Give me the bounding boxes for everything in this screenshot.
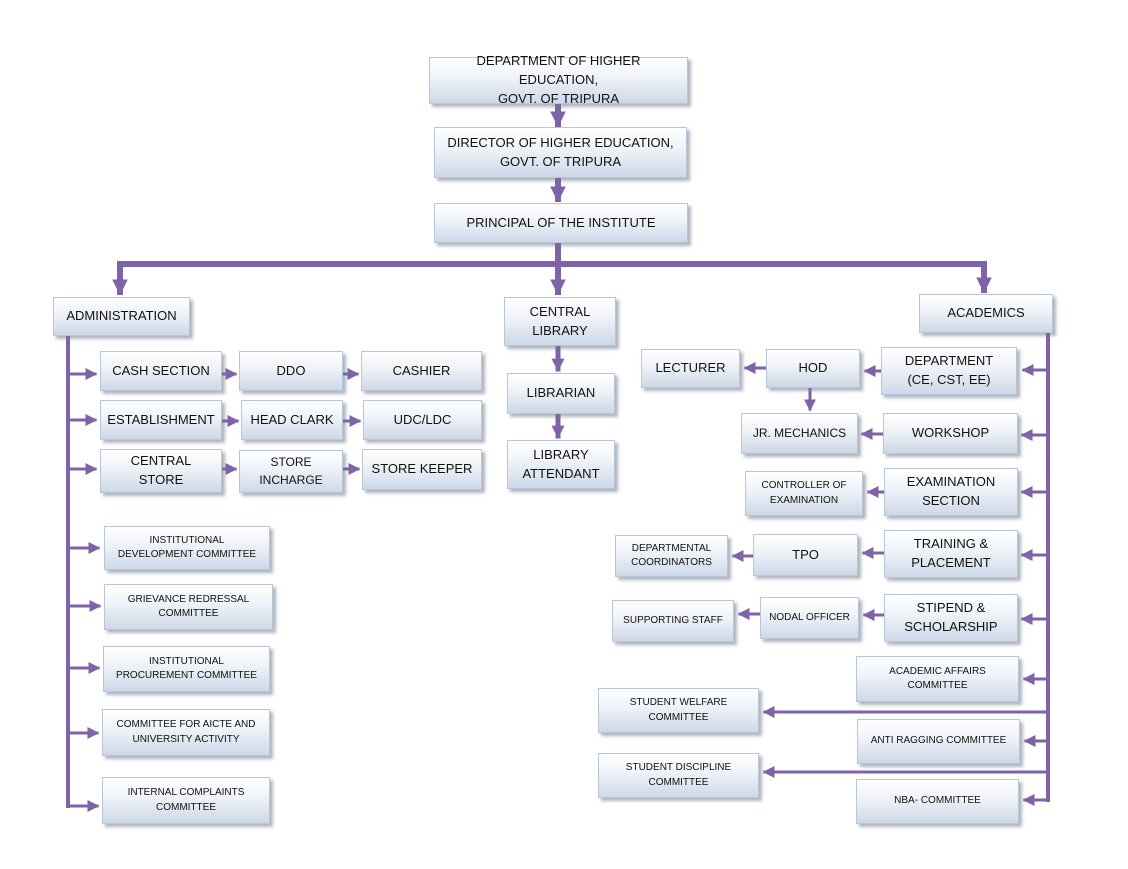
node-store-incharge: STORE INCHARGE <box>239 450 343 493</box>
node-jr-mechanics: JR. MECHANICS <box>741 413 858 454</box>
node-cash-section: CASH SECTION <box>100 351 222 391</box>
node-academics: ACADEMICS <box>919 294 1053 333</box>
node-nba-committee: NBA- COMMITTEE <box>856 779 1019 824</box>
node-student-discipline-committee: STUDENT DISCIPLINE COMMITTEE <box>598 753 759 798</box>
node-department: DEPARTMENT (CE, CST, EE) <box>881 347 1017 395</box>
node-central-library: CENTRAL LIBRARY <box>504 297 616 346</box>
node-departmental-coordinators: DEPARTMENTAL COORDINATORS <box>615 535 728 577</box>
node-administration: ADMINISTRATION <box>53 297 190 336</box>
node-department-of-higher-education: DEPARTMENT OF HIGHER EDUCATION, GOVT. OF… <box>429 53 688 106</box>
node-ddo: DDO <box>239 351 343 391</box>
node-student-welfare-committee: STUDENT WELFARE COMMITTEE <box>598 688 759 733</box>
node-training-placement: TRAINING & PLACEMENT <box>884 530 1018 578</box>
node-establishment: ESTABLISHMENT <box>100 400 222 440</box>
node-tpo: TPO <box>753 534 858 576</box>
node-cashier: CASHIER <box>361 351 482 391</box>
node-supporting-staff: SUPPORTING STAFF <box>612 600 734 642</box>
node-director-of-higher-education: DIRECTOR OF HIGHER EDUCATION, GOVT. OF T… <box>434 127 687 178</box>
node-examination-section: EXAMINATION SECTION <box>884 468 1018 516</box>
node-librarian: LIBRARIAN <box>507 373 615 414</box>
node-internal-complaints-committee: INTERNAL COMPLAINTS COMMITTEE <box>102 777 270 824</box>
node-institutional-development-committee: INSTITUTIONAL DEVELOPMENT COMMITTEE <box>104 526 270 570</box>
node-store-keeper: STORE KEEPER <box>362 449 482 490</box>
node-controller-of-examination: CONTROLLER OF EXAMINATION <box>745 471 863 516</box>
node-anti-ragging-committee: ANTI RAGGING COMMITTEE <box>857 719 1020 764</box>
node-workshop: WORKSHOP <box>883 413 1018 454</box>
node-stipend-scholarship: STIPEND & SCHOLARSHIP <box>884 594 1018 642</box>
node-library-attendant: LIBRARY ATTENDANT <box>507 440 615 489</box>
node-udc-ldc: UDC/LDC <box>363 400 482 440</box>
node-hod: HOD <box>766 349 860 388</box>
node-central-store: CENTRAL STORE <box>100 449 222 493</box>
node-head-clark: HEAD CLARK <box>241 400 343 440</box>
node-institutional-procurement-committee: INSTITUTIONAL PROCUREMENT COMMITTEE <box>103 646 270 692</box>
node-lecturer: LECTURER <box>641 349 740 388</box>
node-aicte-university-committee: COMMITTEE FOR AICTE AND UNIVERSITY ACTIV… <box>102 709 270 756</box>
node-principal: PRINCIPAL OF THE INSTITUTE <box>434 203 688 243</box>
node-academic-affairs-committee: ACADEMIC AFFAIRS COMMITTEE <box>856 656 1019 702</box>
node-nodal-officer: NODAL OFFICER <box>760 597 859 639</box>
node-grievance-redressal-committee: GRIEVANCE REDRESSAL COMMITTEE <box>104 584 273 630</box>
